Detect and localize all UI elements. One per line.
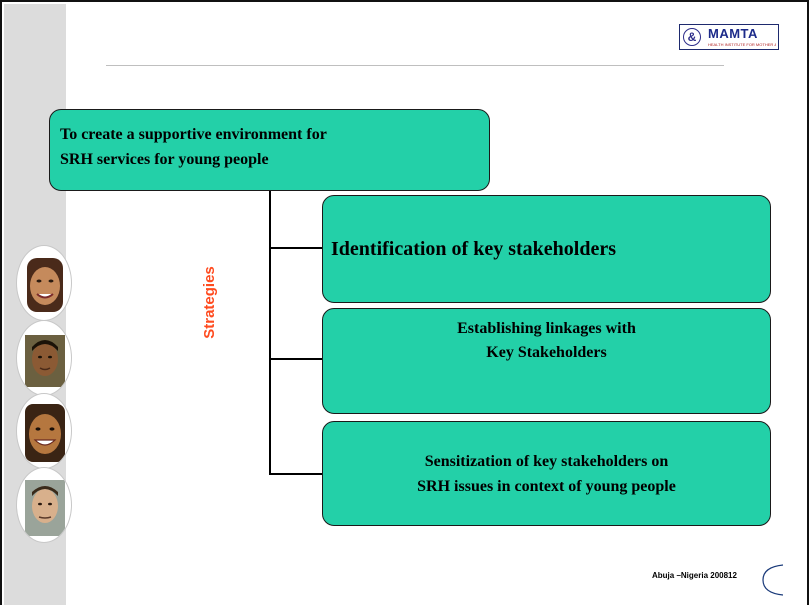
strategies-label: Strategies [194,237,224,367]
logo-tagline: HEALTH INSTITUTE FOR MOTHER & CHILD [708,42,776,47]
strategies-label-text: Strategies [200,265,218,339]
decorative-arc-icon [762,564,784,596]
strategy-box-2: Establishing linkages with Key Stakehold… [322,308,771,414]
connector-vertical [269,191,271,474]
footer-text: Abuja –Nigeria 200812 [652,571,737,580]
face-photo-3-icon [16,393,72,469]
goal-box: To create a supportive environment for S… [49,109,490,191]
face-photo-2-icon [16,320,72,396]
strategy-box-1: Identification of key stakeholders [322,195,771,303]
face-photo-4-icon [16,467,72,543]
logo-ampersand-icon: & [683,28,701,46]
header-divider [106,65,724,66]
strategy-box-3: Sensitization of key stakeholders on SRH… [322,421,771,526]
connector-to-strategy-2 [269,358,325,360]
mamta-logo: & MAMTA HEALTH INSTITUTE FOR MOTHER & CH… [679,24,779,50]
connector-to-strategy-1 [269,247,325,249]
face-photo-1-icon [16,245,72,321]
logo-name: MAMTA [708,26,758,41]
connector-to-strategy-3 [269,473,325,475]
